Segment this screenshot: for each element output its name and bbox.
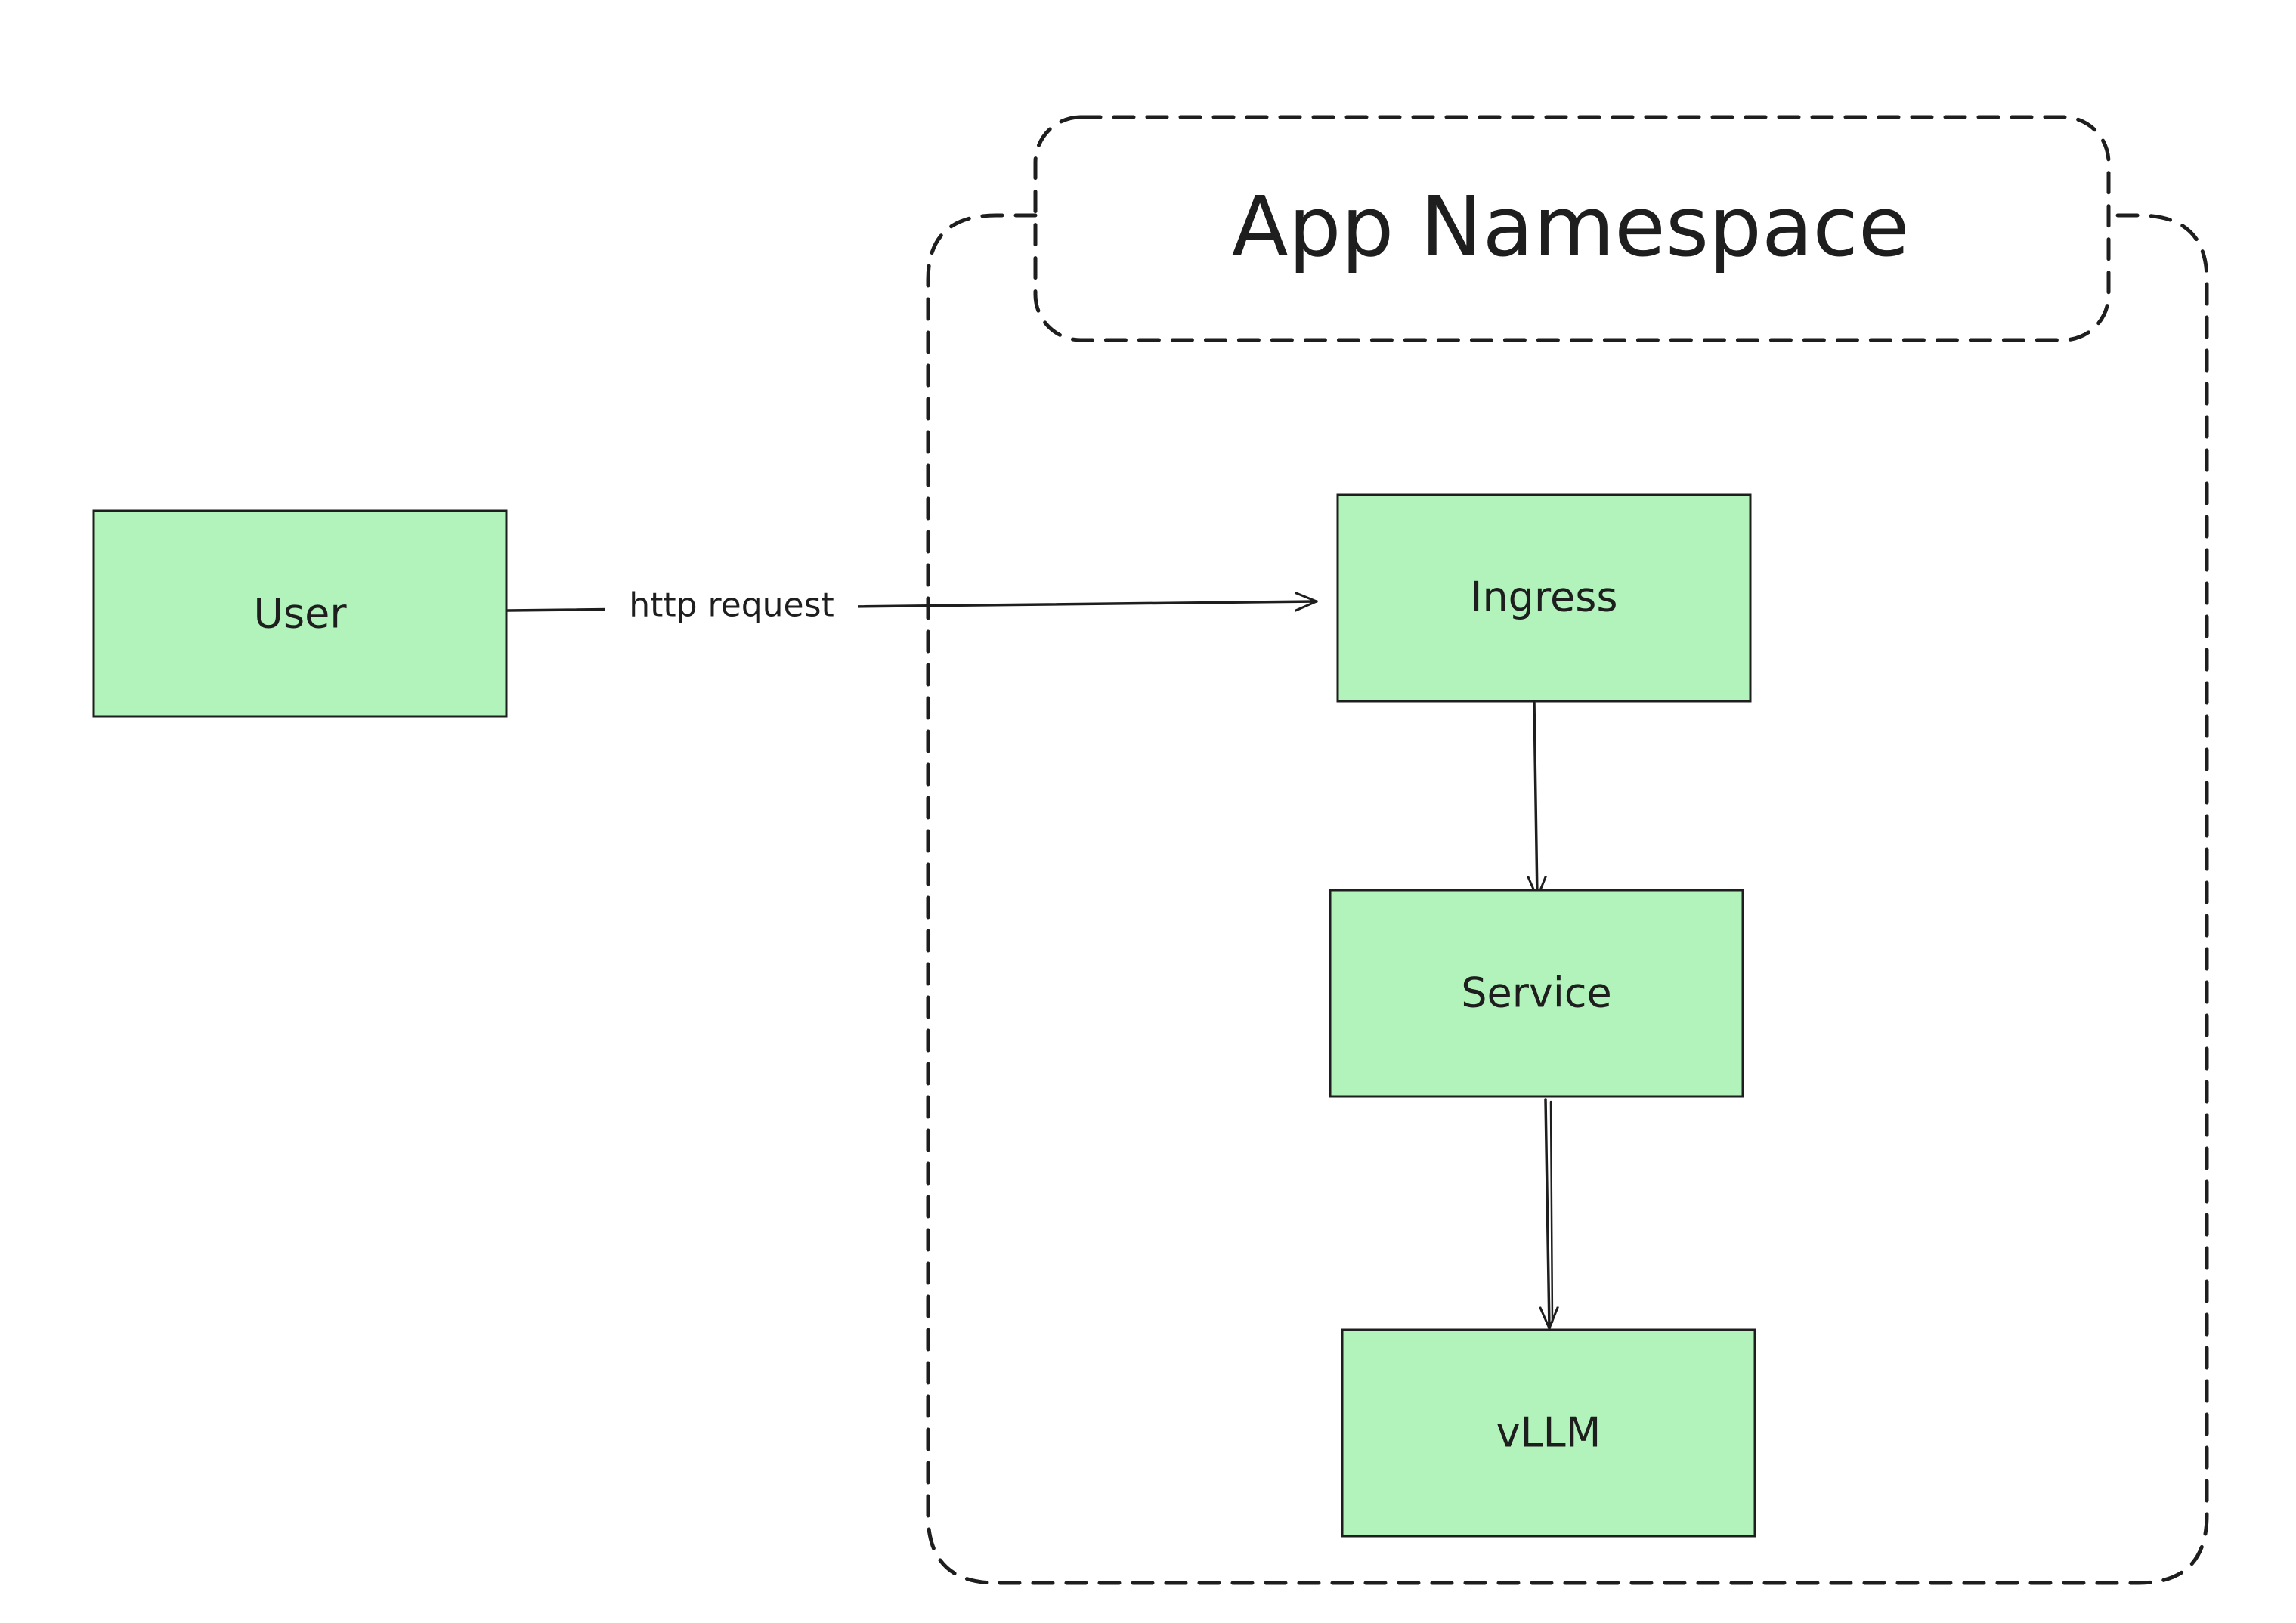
node-ingress-box bbox=[1336, 493, 1752, 703]
node-user[interactable]: User bbox=[92, 509, 508, 718]
edge-service-to-vllm-sketch bbox=[1549, 1100, 1554, 1324]
edge-label-http-request: http request bbox=[629, 586, 834, 625]
namespace-boundary bbox=[926, 213, 2209, 1585]
node-user-label: User bbox=[253, 590, 347, 638]
node-vllm-label: vLLM bbox=[1496, 1409, 1601, 1457]
node-user-box bbox=[92, 509, 508, 718]
node-vllm[interactable]: vLLM bbox=[1341, 1328, 1756, 1538]
namespace-title: App Namespace bbox=[1231, 178, 1909, 275]
edge-ingress-to-service bbox=[1534, 701, 1537, 899]
edge-label-background bbox=[605, 582, 858, 632]
node-service-label: Service bbox=[1461, 969, 1612, 1017]
node-ingress-label: Ingress bbox=[1471, 573, 1618, 621]
node-service[interactable]: Service bbox=[1329, 889, 1744, 1098]
edge-service-to-vllm bbox=[1546, 1098, 1549, 1330]
namespace-title-box bbox=[1033, 115, 2111, 342]
node-vllm-box bbox=[1341, 1328, 1756, 1538]
node-service-box bbox=[1329, 889, 1744, 1098]
node-ingress[interactable]: Ingress bbox=[1336, 493, 1752, 703]
